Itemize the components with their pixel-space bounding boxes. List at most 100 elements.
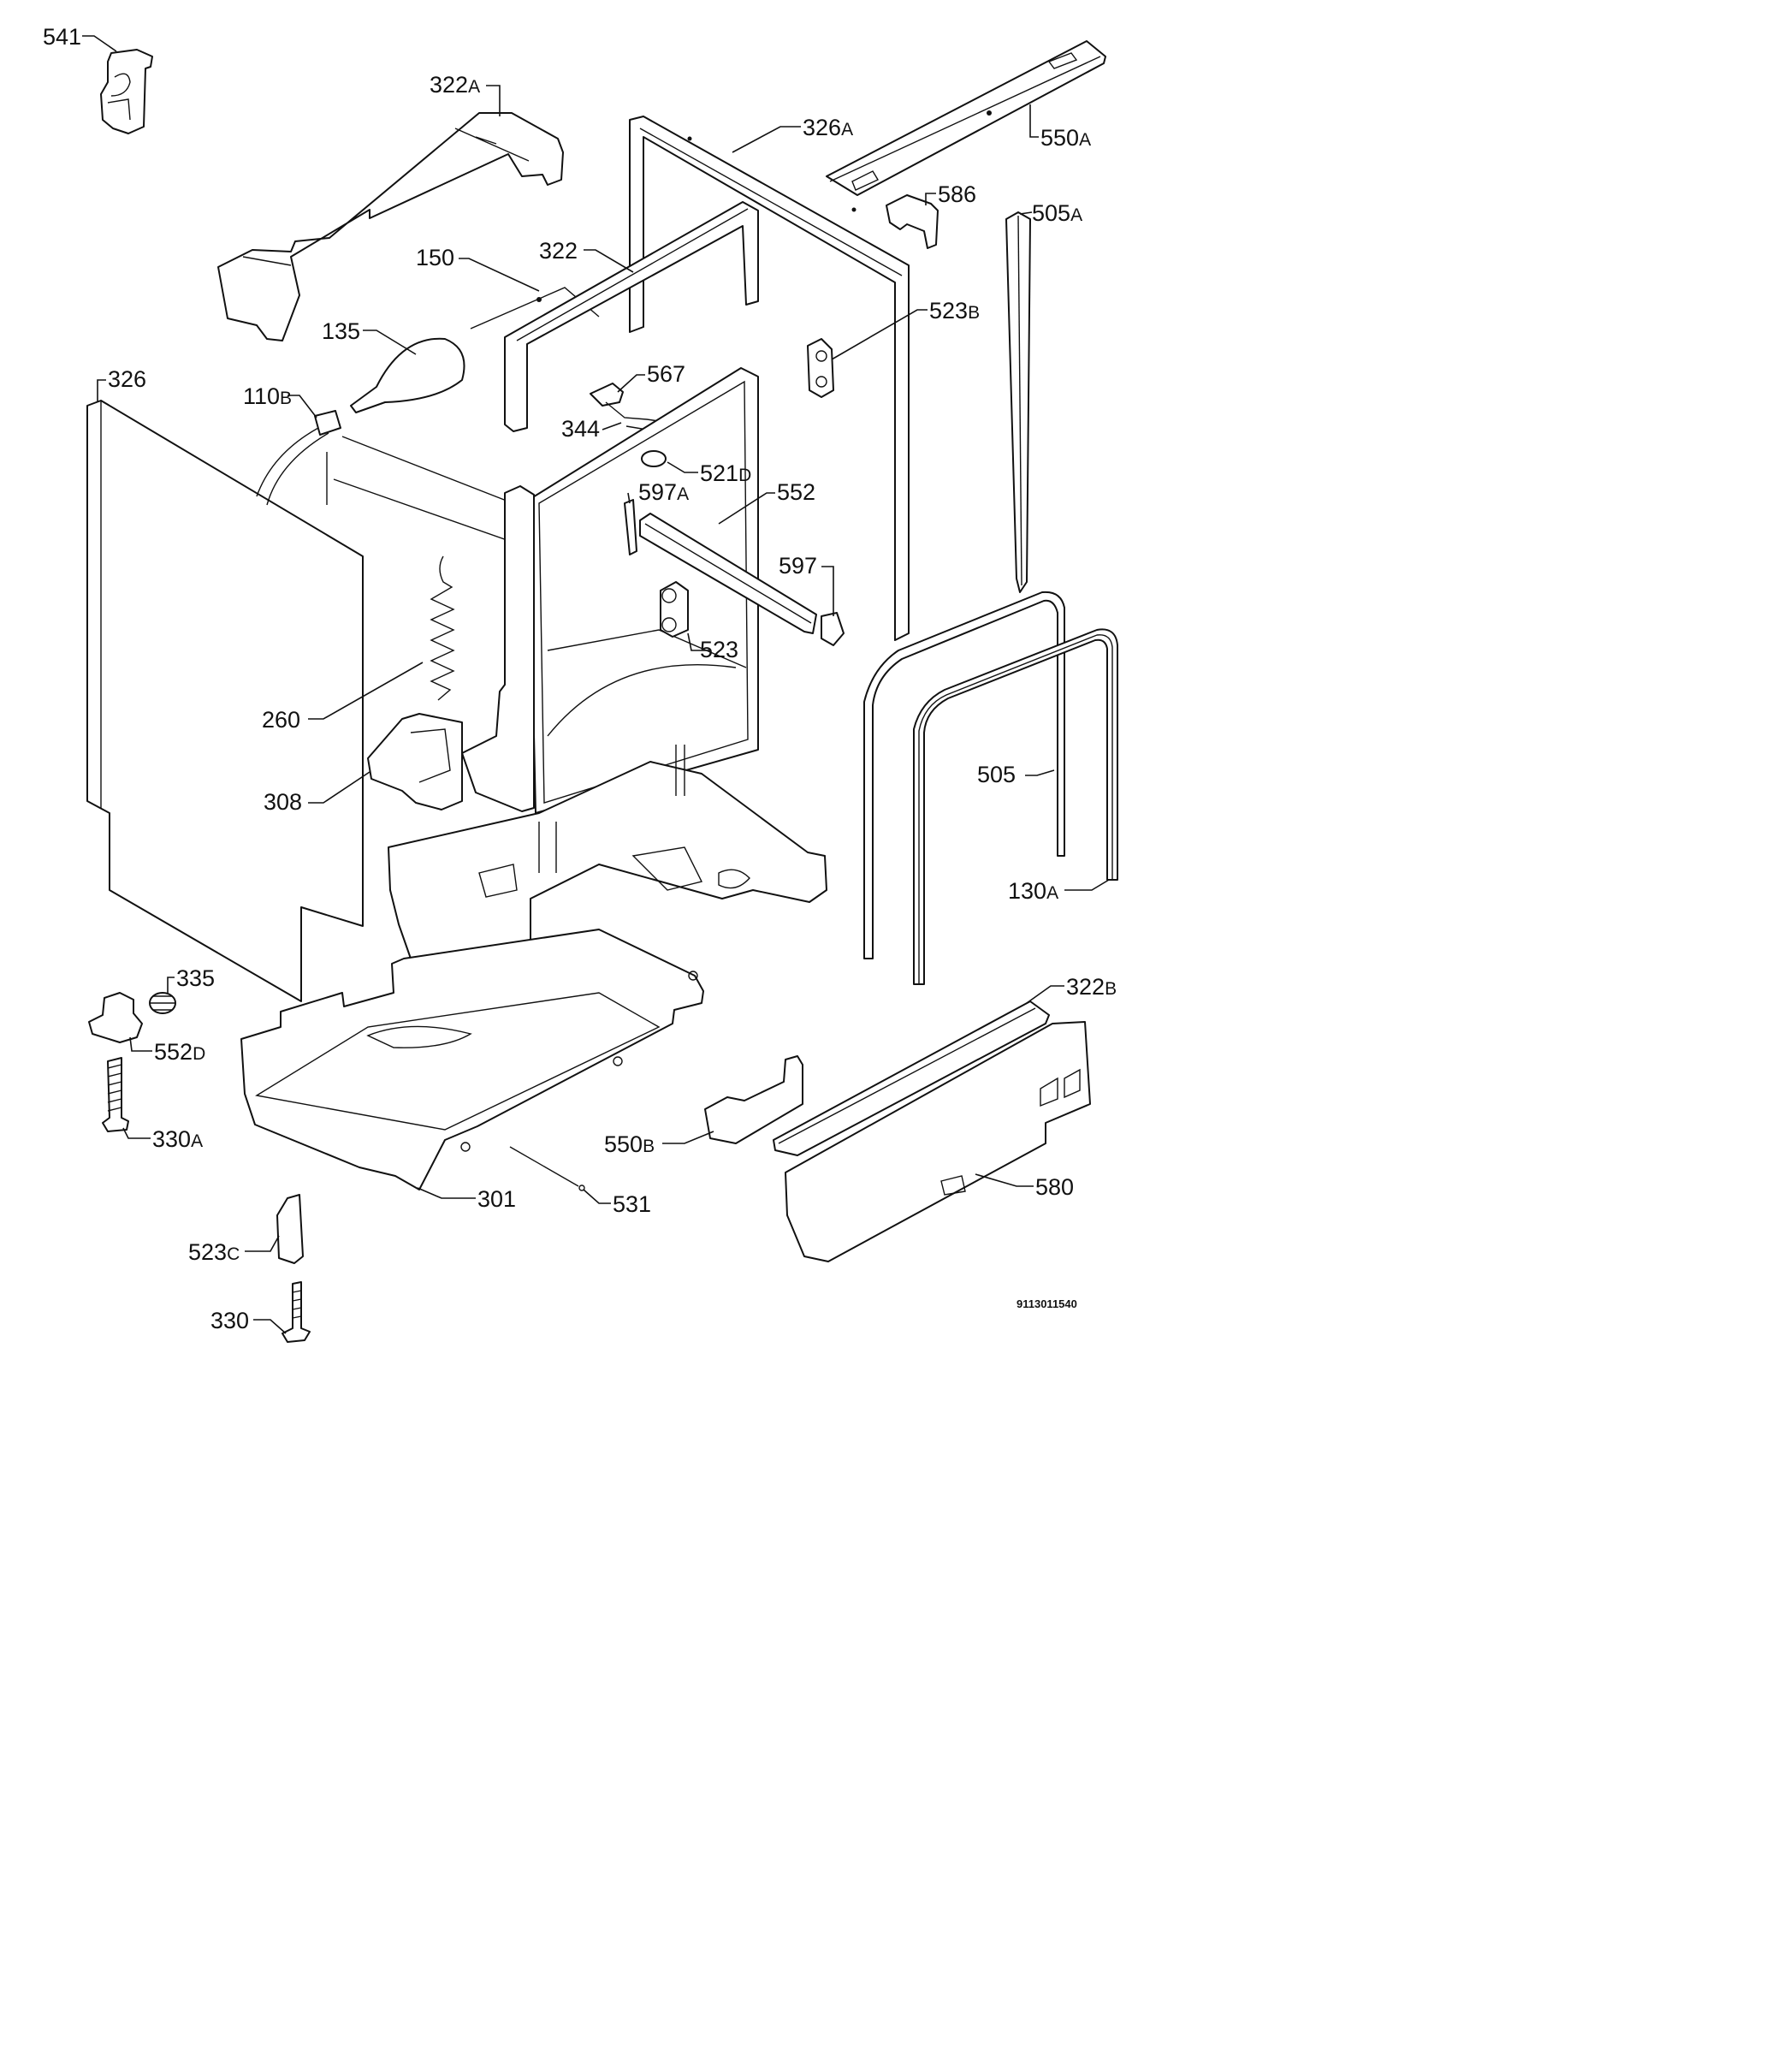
part-322-upper-frame [504,201,759,432]
callout-number: 150 [416,245,454,270]
callout-number: 523 [700,637,738,662]
callout-597A: 597A [638,479,689,505]
callout-number: 567 [647,361,685,387]
part-523-bumpers [660,581,689,638]
callout-523C: 523C [188,1239,240,1265]
callout-330: 330 [210,1308,249,1333]
callout-number: 344 [561,416,600,442]
callout-number: 135 [322,318,360,344]
callout-550A: 550A [1040,125,1091,151]
part-330-screw [282,1281,311,1343]
callout-541: 541 [43,24,81,50]
callout-suffix: B [280,389,292,408]
callout-number: 531 [613,1191,651,1217]
callout-suffix: C [227,1244,240,1264]
leader-lines [82,35,1110,1334]
part-base-chassis [388,745,827,968]
part-505-door-seal [863,591,1065,959]
callout-322: 322 [539,238,578,264]
callout-suffix: A [841,120,853,140]
part-597A-clip [624,499,637,555]
callout-number: 523 [188,1239,227,1265]
document-number: 9113011540 [1017,1297,1077,1310]
part-552-rail [639,513,817,634]
part-326-panel [86,400,364,1002]
callout-301: 301 [477,1186,516,1212]
part-door-frame [461,485,535,812]
callout-number: 301 [477,1186,516,1212]
callout-number: 335 [176,965,215,991]
callout-number: 580 [1035,1174,1074,1200]
callout-number: 110 [243,383,280,409]
callout-suffix: A [1046,883,1058,903]
callout-150: 150 [416,245,454,270]
callout-number: 597 [638,479,677,505]
part-505A-seal-strip [1005,211,1031,593]
callout-523: 523 [700,637,738,662]
exploded-parts-diagram: 541322A326A550A586505A150322523B13532656… [43,24,1118,1343]
callout-number: 322 [430,72,468,98]
callout-number: 260 [262,707,300,733]
callout-322B: 322B [1066,974,1117,1000]
callout-suffix: D [193,1044,205,1064]
callout-number: 330 [210,1308,249,1333]
part-110B-hose [256,410,341,506]
callout-130A: 130A [1008,878,1058,904]
callout-335: 335 [176,965,215,991]
callout-number: 322 [539,238,578,264]
part-597-clip [821,612,845,646]
callout-521D: 521D [700,460,751,486]
callout-552: 552 [777,479,815,505]
part-552D-foot [88,992,143,1043]
callout-suffix: A [677,484,689,504]
callout-326A: 326A [803,115,853,140]
callout-number: 541 [43,24,81,50]
part-586-bracket [886,194,939,249]
part-326A-side-panel [629,116,910,641]
part-550A-top-rail [826,40,1106,196]
callout-number: 552 [154,1039,193,1065]
part-260-spring [430,555,455,701]
callout-260: 260 [262,707,300,733]
callout-suffix: B [1105,979,1117,999]
part-130A-seal [913,628,1118,985]
part-531-rod [509,1146,585,1191]
callout-505A: 505A [1032,200,1082,226]
callout-523B: 523B [929,298,980,324]
callout-110B: 110B [243,383,292,409]
callout-number: 550 [1040,125,1079,151]
callout-number: 330 [152,1126,191,1152]
callout-597: 597 [779,553,817,579]
callout-number: 550 [604,1131,643,1157]
callout-580: 580 [1035,1174,1074,1200]
callout-number: 552 [777,479,815,505]
callout-531: 531 [613,1191,651,1217]
part-567-clip [590,383,624,407]
callout-suffix: B [643,1137,655,1156]
callout-suffix: B [968,303,980,323]
part-335-gear [149,992,176,1014]
part-541-clip [100,49,153,134]
callout-suffix: A [1070,205,1082,225]
callout-308: 308 [264,789,302,815]
part-523B-bumper [807,338,834,398]
callout-number: 597 [779,553,817,579]
callout-suffix: D [738,466,751,485]
callout-suffix: A [1079,130,1091,150]
part-523C-foot-adjuster [276,1194,304,1264]
part-135-funnel [350,337,465,413]
callout-number: 308 [264,789,302,815]
callout-330A: 330A [152,1126,203,1152]
callout-suffix: A [191,1131,203,1151]
callout-550B: 550B [604,1131,655,1157]
callout-505: 505 [977,762,1016,787]
part-550B-bracket [704,1055,803,1144]
part-580-kickplate [785,1021,1091,1262]
callout-number: 521 [700,460,738,486]
part-330A-screw [102,1057,129,1132]
callout-326: 326 [108,366,146,392]
callout-number: 326 [803,115,841,140]
callout-number: 505 [977,762,1016,787]
callout-552D: 552D [154,1039,205,1065]
